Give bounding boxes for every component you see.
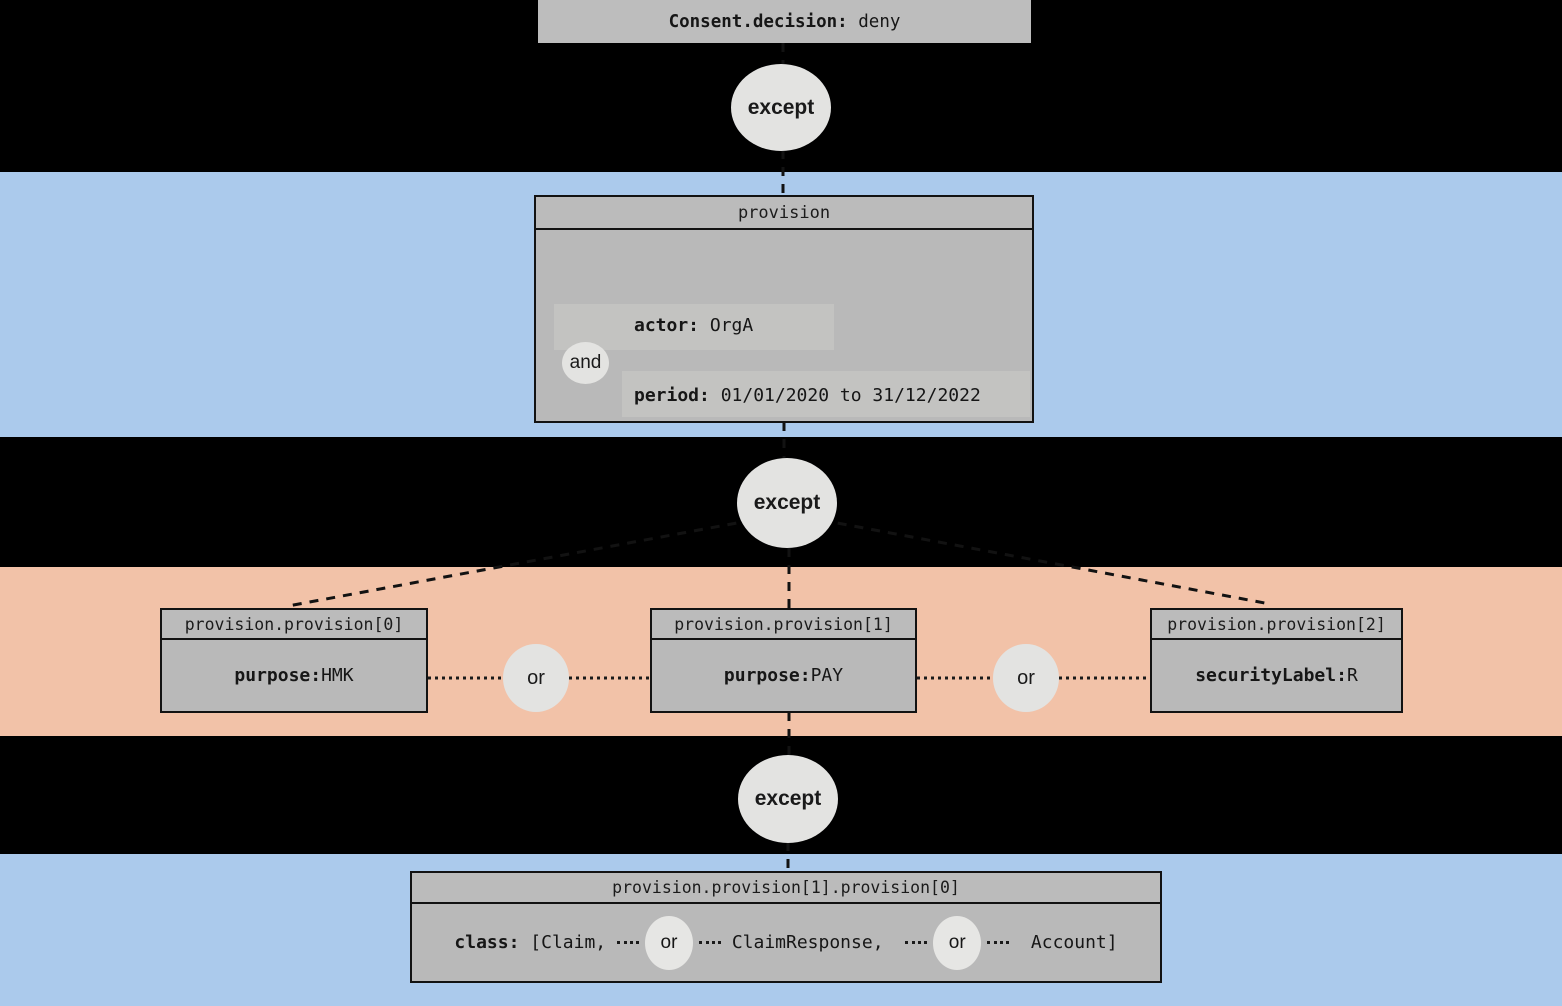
deny-node-1: provision.provision[1] purpose: PAY	[650, 608, 917, 713]
deny-node-1-key: purpose:	[723, 665, 811, 686]
actor-key: actor:	[634, 315, 700, 336]
actor-row: actor: OrgA	[634, 315, 753, 336]
period-row: period: 01/01/2020 to 31/12/2022	[634, 385, 981, 406]
actor-value: OrgA	[709, 315, 754, 336]
root-decision-key: Consent.decision:	[668, 11, 848, 32]
class-or-operator-1: or	[644, 915, 693, 970]
deny-node-2-value: R	[1346, 665, 1358, 686]
deny-node-0-key: purpose:	[234, 665, 322, 686]
deny-node-1-body: purpose: PAY	[652, 640, 915, 711]
provision-node: provision actor: OrgA period: 01/01/2020…	[534, 195, 1034, 423]
deny-node-0-value: HMK	[321, 665, 354, 686]
or-operator-2: or	[993, 644, 1059, 712]
except-operator-2: except	[737, 458, 837, 548]
or-operator-1: or	[503, 644, 569, 712]
deny-node-2: provision.provision[2] securityLabel: R	[1150, 608, 1403, 713]
class-dot-segment-4	[987, 941, 1010, 944]
class-value-2: ClaimResponse,	[731, 932, 884, 953]
actor-row-highlight	[554, 304, 834, 350]
class-dot-segment-3	[905, 941, 928, 944]
provision-node-header: provision	[536, 197, 1032, 230]
and-operator: and	[562, 342, 609, 384]
deny-node-2-key: securityLabel:	[1195, 665, 1347, 686]
class-or-operator-2: or	[933, 915, 982, 970]
root-decision-text: Consent.decision: deny	[669, 12, 901, 32]
period-value: 01/01/2020 to 31/12/2022	[720, 385, 981, 406]
class-node-body: class: [Claim, or ClaimResponse, or Acco…	[412, 904, 1160, 981]
edge-except2-deny0	[287, 518, 754, 608]
deny-node-2-header: provision.provision[2]	[1152, 610, 1401, 640]
deny-node-2-body: securityLabel: R	[1152, 640, 1401, 711]
class-dot-segment-2	[698, 941, 721, 944]
deny-node-0-header: provision.provision[0]	[162, 610, 426, 640]
class-key: class:	[454, 932, 520, 953]
deny-node-1-header: provision.provision[1]	[652, 610, 915, 640]
class-node-header: provision.provision[1].provision[0]	[412, 873, 1160, 904]
period-row-highlight	[622, 371, 1030, 417]
deny-node-0: provision.provision[0] purpose: HMK	[160, 608, 428, 713]
root-decision-node: Consent.decision: deny	[538, 0, 1031, 43]
class-row: class: [Claim, or ClaimResponse, or Acco…	[454, 915, 1118, 970]
root-decision-value: deny	[858, 11, 901, 32]
class-item-1	[519, 932, 530, 953]
deny-node-0-body: purpose: HMK	[162, 640, 426, 711]
deny-node-1-value: PAY	[810, 665, 844, 686]
edge-except2-deny2	[820, 518, 1271, 606]
class-value-1: [Claim,	[530, 932, 607, 953]
class-node: provision.provision[1].provision[0] clas…	[410, 871, 1162, 983]
except-operator-1: except	[731, 64, 831, 151]
except-operator-3: except	[738, 755, 838, 843]
class-dot-segment-1	[616, 941, 639, 944]
provision-node-body: actor: OrgA period: 01/01/2020 to 31/12/…	[536, 230, 1032, 421]
period-key: period:	[634, 385, 710, 406]
class-value-3: Account]	[1030, 932, 1118, 953]
